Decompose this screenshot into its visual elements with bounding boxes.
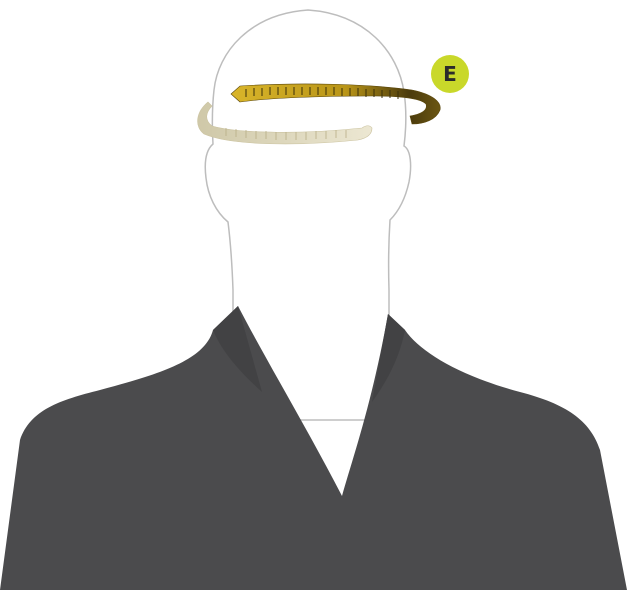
measurement-point-badge: E bbox=[431, 55, 469, 93]
measurement-point-letter: E bbox=[443, 64, 457, 84]
